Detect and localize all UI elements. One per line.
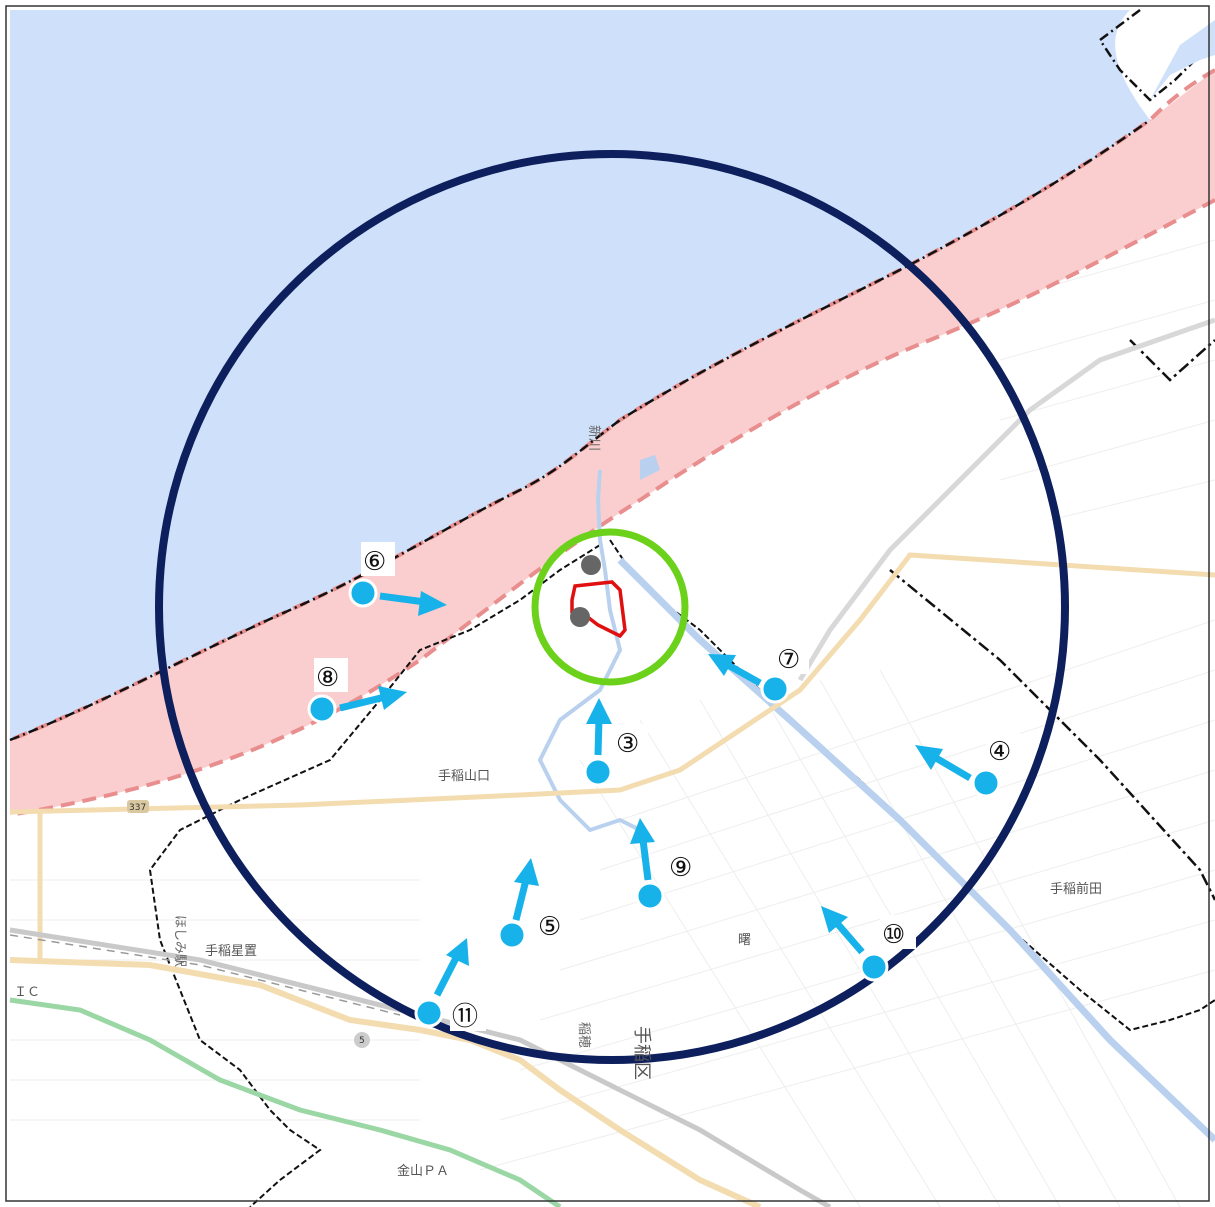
place-teinemaeda: 手稲前田 xyxy=(1050,881,1102,897)
arrow-5 xyxy=(512,858,539,921)
place-hoshimi-station: ほしみ駅 xyxy=(172,915,187,967)
arrow-6 xyxy=(379,591,447,616)
port-water xyxy=(1150,20,1215,100)
coastal-expressway xyxy=(797,317,1215,682)
place-teine-ku: 手稲区 xyxy=(631,1026,652,1080)
arrow-10 xyxy=(821,906,865,955)
viewpoint-4-marker[interactable] xyxy=(971,768,1001,798)
map-frame xyxy=(5,5,1210,1202)
viewpoint-8-marker[interactable] xyxy=(307,694,337,724)
viewpoint-markers xyxy=(307,578,1001,1028)
viewpoint-6-label: ⑥ xyxy=(363,547,386,577)
coastal-zone-outer-border xyxy=(9,68,1215,742)
viewpoint-4-label: ④ xyxy=(988,737,1011,767)
sea-area xyxy=(10,10,1150,740)
arrow-7 xyxy=(708,654,762,687)
port-boundary xyxy=(1098,9,1215,102)
coastal-zone-inner-border xyxy=(9,198,1215,817)
route-337-number: 337 xyxy=(129,803,146,813)
outer-range-circle xyxy=(155,150,1069,1064)
viewpoint-labels: ③ ④ ⑤ ⑥ ⑦ ⑧ ⑨ ⑩ ⑪ xyxy=(314,542,1020,1032)
route-337-road xyxy=(9,552,1215,815)
arrow-11 xyxy=(433,938,469,997)
place-ic: ＩＣ xyxy=(14,985,40,1000)
view-arrows xyxy=(339,591,972,997)
monitoring-point-north[interactable] xyxy=(581,555,601,575)
route-5-number: 5 xyxy=(359,1036,365,1046)
green-road xyxy=(9,997,562,1207)
viewpoint-3-label: ③ xyxy=(616,729,639,759)
coastal-zone xyxy=(10,70,1215,815)
place-akebono: 曙 xyxy=(738,933,751,948)
arrow-9 xyxy=(630,818,655,881)
viewpoint-5-label: ⑤ xyxy=(538,912,561,942)
shinkawa-river xyxy=(537,469,641,833)
viewpoint-10-label: ⑩ xyxy=(882,920,905,950)
arrow-8 xyxy=(339,686,407,712)
arrow-4 xyxy=(915,745,972,782)
canal xyxy=(617,557,1215,1143)
viewpoint-7-label: ⑦ xyxy=(777,645,800,675)
place-kanayama-pa: 金山ＰＡ xyxy=(397,1163,449,1179)
district-boundary-west xyxy=(148,544,601,1207)
place-teineyamaguchi: 手稲山口 xyxy=(438,769,490,784)
viewpoint-9-marker[interactable] xyxy=(635,881,665,911)
district-boundary-east xyxy=(889,339,1215,901)
viewpoint-11-label: ⑪ xyxy=(452,1002,478,1032)
place-teinehoshioki: 手稲星置 xyxy=(205,944,257,959)
arrow-3 xyxy=(586,698,612,756)
viewpoint-9-label: ⑨ xyxy=(669,853,692,883)
viewpoint-5-marker[interactable] xyxy=(497,920,527,950)
monitoring-point-south[interactable] xyxy=(570,607,590,627)
route-337-shield xyxy=(127,800,149,813)
pond xyxy=(640,455,660,480)
viewpoint-10-marker[interactable] xyxy=(859,952,889,982)
place-shinkawa: 新川 xyxy=(586,425,602,451)
viewpoint-6-marker[interactable] xyxy=(348,578,378,608)
railway-ticks xyxy=(9,934,401,1016)
viewpoint-7-marker[interactable] xyxy=(760,674,790,704)
place-labels: 手稲山口 手稲前田 手稲星置 曙 金山ＰＡ ＩＣ 新川 ほしみ駅 稲穂 手稲区 … xyxy=(14,425,1102,1179)
place-inaho: 稲穂 xyxy=(576,1022,591,1048)
route-5-shield xyxy=(354,1032,370,1048)
viewpoint-11-marker[interactable] xyxy=(414,998,444,1028)
viewpoint-8-label: ⑧ xyxy=(316,663,339,693)
viewpoint-3-marker[interactable] xyxy=(583,757,613,787)
inner-range-circle xyxy=(531,528,689,686)
